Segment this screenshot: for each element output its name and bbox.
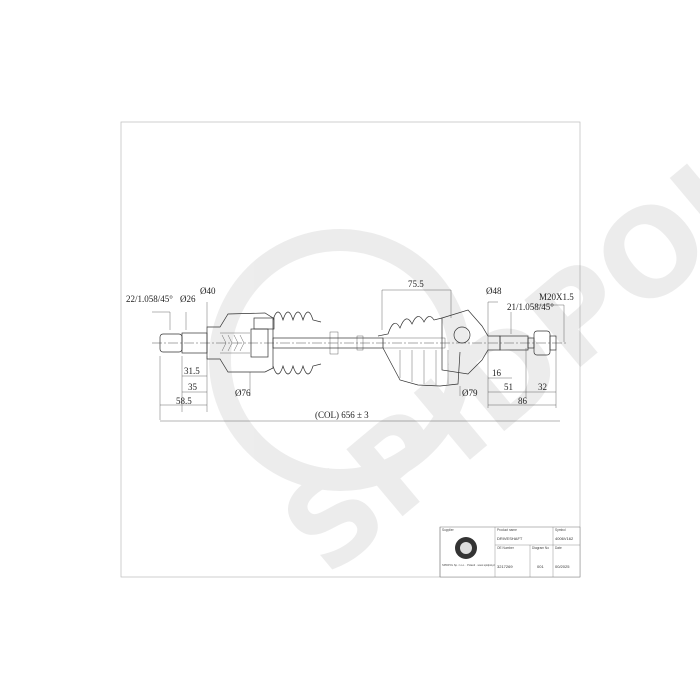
diagram-value: 001 — [537, 564, 544, 569]
dim-16: 16 — [492, 368, 502, 378]
dim-left-dia-40: Ø40 — [200, 286, 216, 296]
oe-label: OE Number — [497, 546, 515, 550]
product-value: DRIVESHAFT — [497, 536, 523, 541]
supplier-text: SPIDPOL Sp. z o.o. · Poland · www.spidpo… — [442, 563, 495, 567]
dim-right-dia-48: Ø48 — [486, 286, 502, 296]
dim-32: 32 — [538, 382, 547, 392]
dim-58-5: 58.5 — [176, 396, 192, 406]
dim-86: 86 — [518, 396, 528, 406]
dim-right-chamfer: 21/1.058/45° — [507, 302, 554, 312]
product-label: Product name — [497, 528, 517, 532]
oe-value: 3217269 — [497, 564, 513, 569]
title-block: Supplier SPIDPOL Sp. z o.o. · Poland · w… — [439, 526, 581, 578]
outer-boot — [377, 316, 461, 387]
date-label: Date — [555, 546, 562, 550]
dim-boot-length: 75.5 — [408, 279, 424, 289]
dim-outer-dia-76: Ø76 — [235, 388, 251, 398]
date-value: 00/2025 — [555, 564, 570, 569]
diagram-label: Diagram No — [532, 546, 549, 550]
supplier-label: Supplier — [442, 528, 455, 532]
inner-boot — [272, 311, 322, 375]
dim-right-thread: M20X1.5 — [539, 292, 574, 302]
dim-35: 35 — [188, 382, 198, 392]
symbol-label: Symbol — [555, 528, 566, 532]
inner-joint-housing — [206, 312, 275, 373]
symbol-value: 4006V162 — [555, 536, 574, 541]
dim-51: 51 — [504, 382, 513, 392]
dim-left-dia-26: Ø26 — [180, 294, 196, 304]
dim-outer-dia-79: Ø79 — [462, 388, 478, 398]
dimension-lines — [152, 289, 565, 422]
right-shaft-stub — [499, 330, 557, 356]
drawing-frame — [120, 121, 581, 578]
dim-total-length: (COL) 656 ± 3 — [315, 410, 369, 420]
dim-31-5: 31.5 — [184, 366, 200, 376]
dim-left-chamfer: 22/1.058/45° — [126, 294, 173, 304]
